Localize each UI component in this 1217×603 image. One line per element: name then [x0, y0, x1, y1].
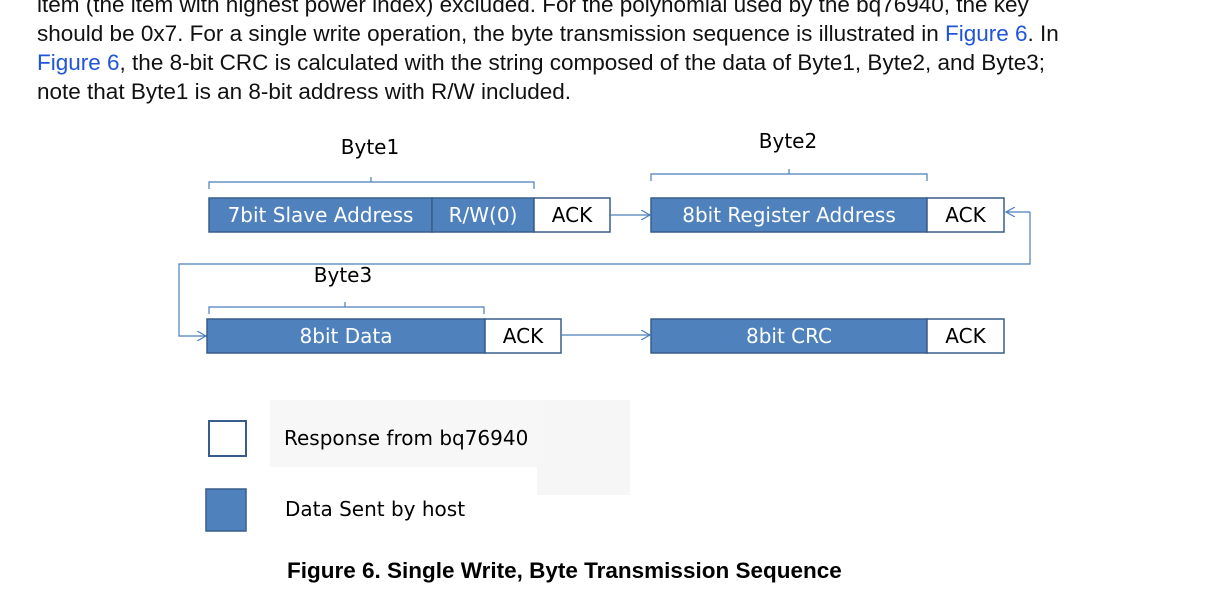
- host-swatch: [205, 488, 247, 532]
- connector-line: [178, 212, 1031, 336]
- legend-shade: [537, 400, 630, 495]
- ack-box: [926, 318, 1005, 354]
- byte3-label: Byte3: [314, 263, 372, 287]
- data-text: 8bit Data: [300, 324, 393, 348]
- byte1-brace: [208, 177, 535, 189]
- register-address-text: 8bit Register Address: [682, 203, 896, 227]
- ack-text: ACK: [945, 203, 986, 227]
- paragraph-line: note that Byte1 is an 8-bit address with…: [37, 79, 572, 104]
- figure-link[interactable]: Figure 6: [945, 21, 1028, 46]
- crc-text: 8bit CRC: [746, 324, 832, 348]
- paragraph-line: item (the item with highest power index)…: [37, 0, 1029, 17]
- ack-box: [484, 318, 562, 354]
- paragraph-text: . In: [1027, 21, 1059, 46]
- body-paragraph: item (the item with highest power index)…: [37, 0, 1207, 106]
- legend-shade: [270, 400, 537, 467]
- byte1-label: Byte1: [341, 135, 399, 159]
- ack-text: ACK: [503, 324, 544, 348]
- ack-text: ACK: [945, 324, 986, 348]
- response-swatch: [208, 420, 247, 457]
- byte2-brace: [650, 169, 928, 181]
- ack-text: ACK: [552, 203, 593, 227]
- byte2-label: Byte2: [759, 129, 817, 153]
- ack-box: [533, 197, 611, 233]
- figure-link[interactable]: Figure 6: [37, 50, 120, 75]
- data-box: [206, 318, 486, 354]
- rw-bit-box: [431, 197, 535, 233]
- rw-bit-text: R/W(0): [449, 203, 518, 227]
- response-legend-label: Response from bq76940: [284, 426, 528, 450]
- paragraph-text: should be 0x7. For a single write operat…: [37, 21, 945, 46]
- paragraph-line: Figure 6, the 8-bit CRC is calculated wi…: [37, 48, 1207, 77]
- register-address-box: [650, 197, 928, 233]
- byte3-brace: [208, 302, 485, 314]
- ack-box: [926, 197, 1005, 233]
- paragraph-line: should be 0x7. For a single write operat…: [37, 19, 1207, 48]
- host-legend-label: Data Sent by host: [285, 497, 465, 521]
- paragraph-text: , the 8-bit CRC is calculated with the s…: [119, 50, 1046, 75]
- caption-text: Figure 6. Single Write, Byte Transmissio…: [287, 558, 842, 583]
- slave-address-text: 7bit Slave Address: [228, 203, 414, 227]
